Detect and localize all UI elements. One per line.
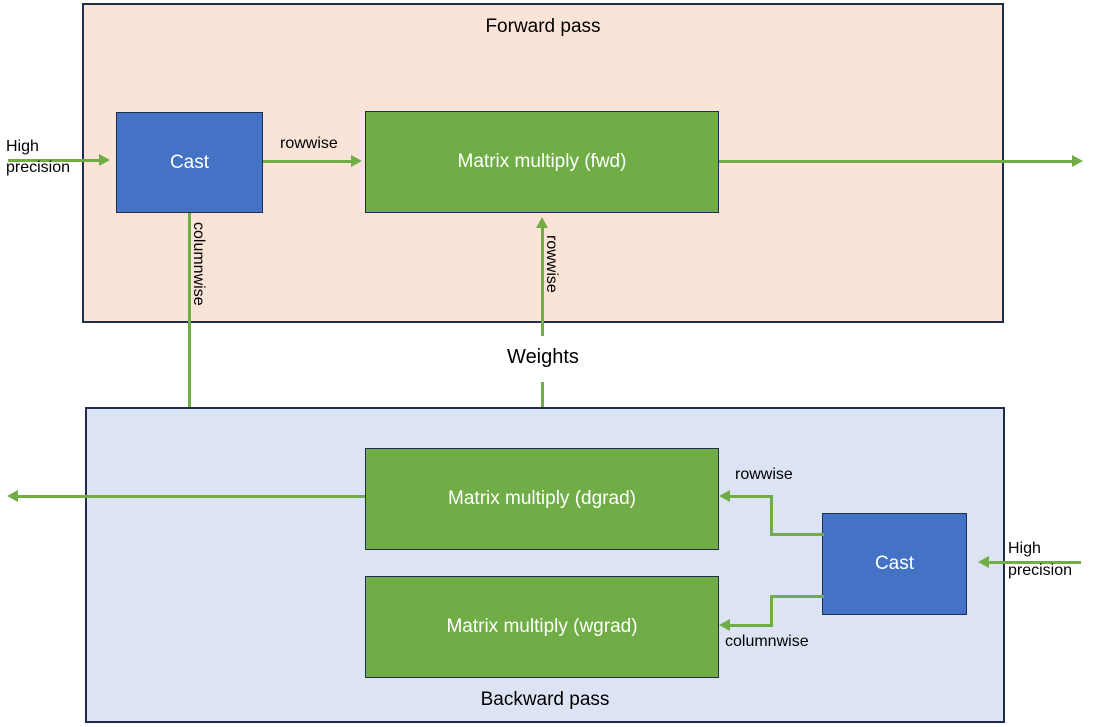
forward-output-arrow-line (719, 160, 1074, 163)
backward-columnwise-segment-h1 (770, 595, 824, 598)
forward-pass-title: Forward pass (485, 16, 601, 37)
forward-output-arrow-head (1072, 155, 1083, 167)
backward-columnwise-segment-h2 (730, 624, 773, 627)
backward-rowwise-arrow-head (719, 490, 730, 502)
backward-wgrad-label: Matrix multiply (wgrad) (446, 616, 638, 637)
backward-rowwise-segment-v (770, 495, 773, 536)
backward-columnwise-segment-v (770, 595, 773, 627)
backward-rowwise-segment-h1 (770, 533, 824, 536)
backward-cast-label: Cast (874, 553, 915, 574)
forward-input-arrow-line (8, 159, 100, 162)
weights-rowwise-line (541, 228, 544, 336)
forward-matmul-label: Matrix multiply (fwd) (457, 151, 627, 172)
forward-cast-label: Cast (169, 151, 210, 173)
forward-input-arrow-head (99, 154, 110, 166)
backward-input-label-line1: High (1008, 540, 1041, 557)
backward-dgrad-label: Matrix multiply (dgrad) (448, 488, 636, 509)
backward-columnwise-label: columnwise (725, 633, 809, 650)
backward-input-arrow-head (978, 556, 989, 568)
backward-columnwise-arrow-head (719, 619, 730, 631)
forward-columnwise-label: columnwise (190, 222, 207, 306)
backward-rowwise-label: rowwise (735, 466, 793, 483)
backward-input-arrow-line (989, 561, 1081, 564)
weights-rowwise-label: rowwise (543, 235, 560, 293)
forward-cast-box[interactable]: Cast (116, 112, 263, 213)
forward-input-label-line2: precision (6, 159, 71, 176)
backward-input-label-line2: precision (1008, 562, 1073, 579)
backward-rowwise-segment-h2 (730, 495, 773, 498)
backward-wgrad-box[interactable]: Matrix multiply (wgrad) (365, 576, 719, 678)
backward-output-arrow-line (18, 495, 365, 498)
forward-rowwise-arrow-line (263, 160, 352, 163)
weights-label: Weights (507, 346, 579, 368)
backward-pass-title: Backward pass (480, 689, 610, 710)
forward-rowwise-label: rowwise (280, 135, 338, 152)
weights-rowwise-arrow-head (536, 217, 548, 228)
forward-input-label-line1: High (6, 138, 39, 155)
backward-cast-box[interactable]: Cast (822, 513, 967, 615)
backward-output-arrow-head (7, 490, 18, 502)
forward-matmul-box[interactable]: Matrix multiply (fwd) (365, 111, 719, 213)
backward-dgrad-box[interactable]: Matrix multiply (dgrad) (365, 448, 719, 550)
forward-rowwise-arrow-head (351, 155, 362, 167)
